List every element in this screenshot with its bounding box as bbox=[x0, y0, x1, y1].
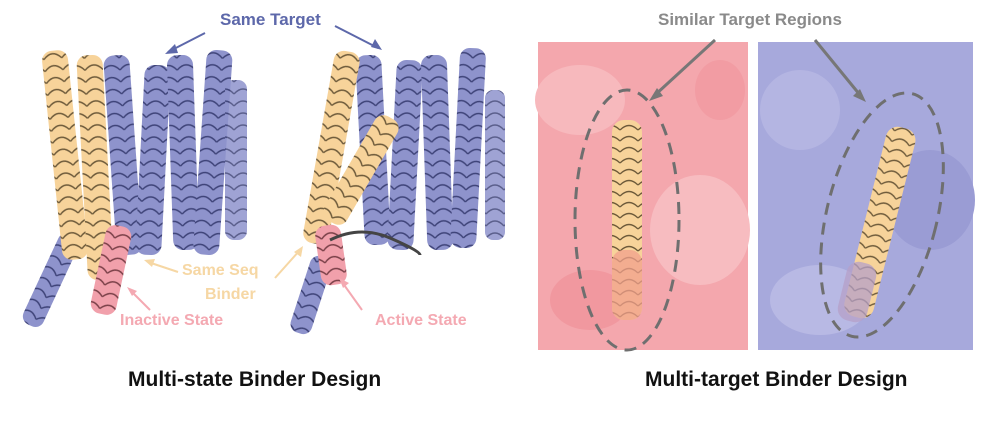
arrow-to-blue-region bbox=[813, 39, 862, 96]
multi-state-panel: Same Target Same Seq Binder Inactive Sta… bbox=[22, 10, 505, 391]
caption-multi-target: Multi-target Binder Design bbox=[645, 368, 908, 391]
active-state-structure bbox=[290, 47, 505, 335]
label-similar-target-regions: Similar Target Regions bbox=[658, 10, 842, 29]
inactive-state-structure bbox=[22, 50, 247, 328]
dashed-region-blue bbox=[819, 91, 945, 339]
multi-target-panel: Similar Target Regions Multi-target Bind… bbox=[530, 0, 997, 422]
multi-state-illustration bbox=[22, 25, 505, 335]
label-active-state: Active State bbox=[375, 312, 467, 329]
arrow-to-pink-region bbox=[653, 38, 717, 97]
label-same-seq: Same Seq bbox=[182, 262, 259, 279]
blue-region-binder-tip bbox=[837, 261, 877, 323]
label-binder: Binder bbox=[205, 286, 256, 303]
dashed-region-pink bbox=[573, 88, 681, 352]
annotation-arrows bbox=[127, 25, 382, 311]
caption-multi-state: Multi-state Binder Design bbox=[128, 368, 382, 391]
label-same-target: Same Target bbox=[220, 10, 321, 29]
multi-target-illustration bbox=[535, 38, 975, 352]
pink-target-surface bbox=[535, 42, 750, 350]
pink-region-binder-tip bbox=[612, 250, 642, 320]
label-inactive-state: Inactive State bbox=[120, 312, 224, 329]
